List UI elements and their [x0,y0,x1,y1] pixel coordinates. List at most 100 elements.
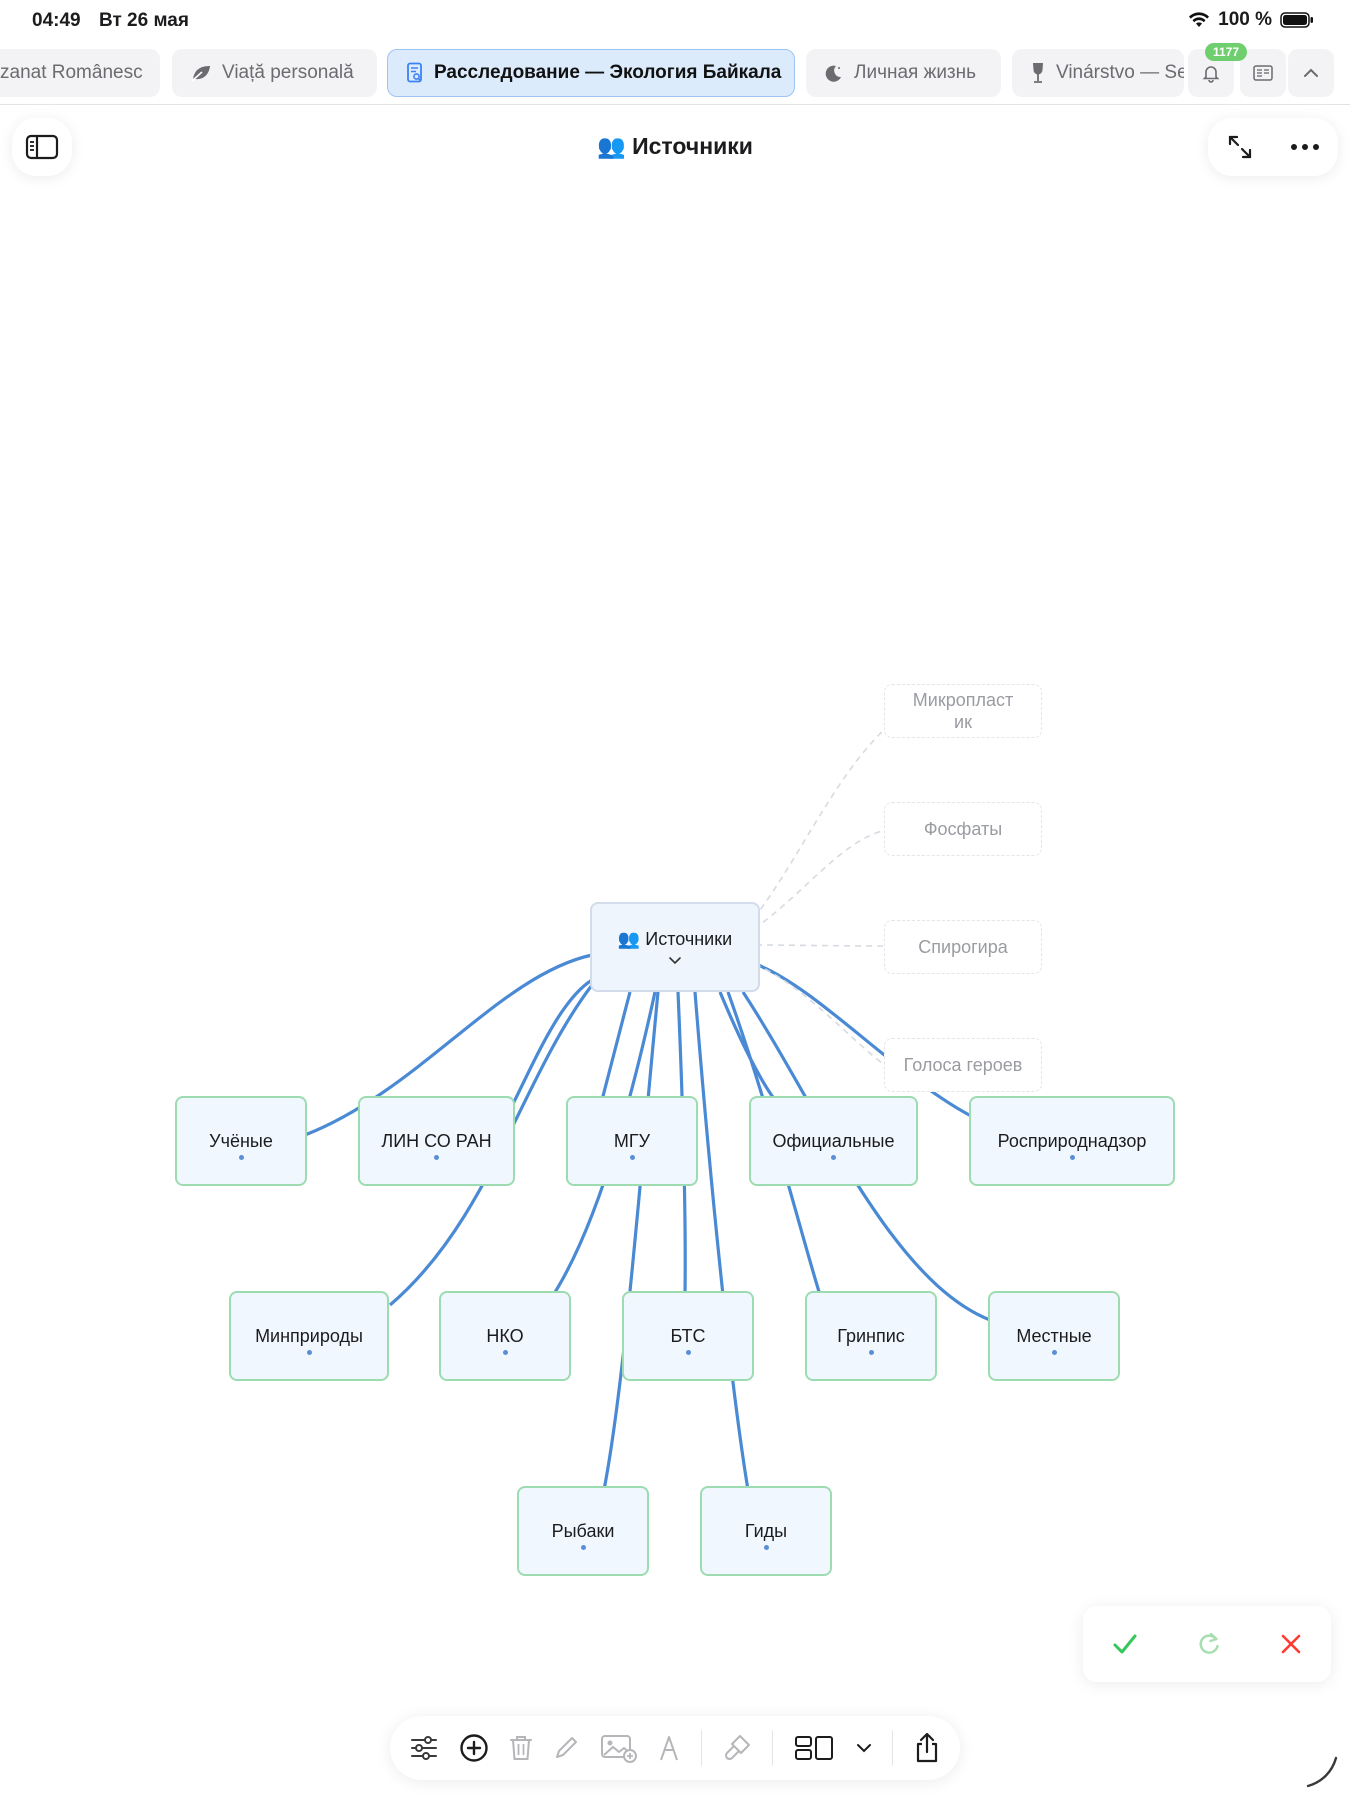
plus-circle-icon [459,1734,488,1762]
node-grinpis[interactable]: Гринпис [805,1291,937,1381]
tab-label: Личная жизнь [854,62,977,83]
wine-glass-icon [1033,63,1043,83]
node-mgu[interactable]: МГУ [566,1096,698,1186]
settings-button[interactable] [410,1735,438,1761]
node-oficialnye[interactable]: Официальные [749,1096,918,1186]
expand-icon [1228,135,1252,159]
reader-icon [1253,65,1273,81]
node-lin-so-ran[interactable]: ЛИН СО РАН [358,1096,515,1186]
regenerate-suggestions-button[interactable] [1196,1631,1222,1657]
tab-strip: zanat Românesc Viață personală Расследов… [0,44,1350,105]
tab-zanat-romanesc[interactable]: zanat Românesc [0,49,160,97]
notifications-badge: 1177 [1205,43,1248,61]
sidebar-toggle-button[interactable] [12,118,72,176]
add-image-button[interactable] [600,1733,638,1763]
node-uchenye[interactable]: Учёные [175,1096,307,1186]
node-minprirody[interactable]: Минприроды [229,1291,389,1381]
node-anchor-dot [831,1155,836,1160]
node-anchor-dot [580,1545,586,1550]
suggestion-node-spirogira[interactable]: Спирогира [884,920,1042,974]
toolbar-divider [772,1730,774,1766]
moon-icon [825,65,841,82]
status-time: 04:49 [32,10,81,31]
collapse-tabs-button[interactable] [1288,49,1334,97]
root-node[interactable]: 👥 Источники [590,902,760,992]
document-search-icon [407,62,422,83]
edge-rybaki [602,991,660,1491]
chevron-up-icon [1304,68,1318,77]
more-options-button[interactable] [1290,143,1320,151]
image-add-icon [600,1735,637,1763]
tab-rassledovanie-baikal[interactable]: Расследование — Экология Байкала [387,49,795,97]
share-button[interactable] [914,1732,940,1764]
chevron-down-icon[interactable] [667,956,683,966]
edit-button[interactable] [553,1735,579,1761]
tab-viata-personala[interactable]: Viață personală [172,49,377,97]
node-gidy[interactable]: Гиды [700,1486,832,1576]
fullscreen-button[interactable] [1226,133,1254,161]
edge-rosprirodnadzor [757,963,976,1120]
tab-label: Viață personală [222,62,354,83]
node-anchor-dot [434,1155,439,1160]
battery-icon [1280,12,1313,28]
edge-suggest-spirogira [744,944,887,947]
edge-suggest-golosa [744,959,887,1067]
close-icon [1281,1634,1301,1654]
edge-lin [508,978,593,1111]
chevron-down-icon [856,1744,871,1753]
tab-label: Vinárstvo — Se [1056,62,1184,83]
edge-uchenye [304,953,593,1137]
node-anchor-dot [1051,1350,1057,1355]
layout-button[interactable] [794,1735,872,1761]
sliders-icon [411,1736,438,1760]
edge-mgu [600,991,632,1101]
tab-vinarstvo[interactable]: Vinárstvo — Se [1012,49,1184,97]
node-anchor-dot [238,1155,244,1160]
toolbar-divider [892,1730,894,1766]
page-title: 👥 Источники [597,133,753,159]
header-actions [1208,118,1338,176]
reject-suggestions-button[interactable] [1280,1633,1302,1655]
pencil-icon [556,1737,578,1758]
layout-icon [794,1736,833,1760]
node-anchor-dot [502,1350,508,1355]
edge-suggest-mikroplastik [739,727,887,936]
battery-percent: 100 % [1218,9,1272,30]
format-brush-button[interactable] [722,1733,752,1763]
node-bts[interactable]: БТС [622,1291,754,1381]
trash-icon [510,1736,533,1760]
node-anchor-dot [1069,1155,1075,1160]
toolbar-divider [700,1730,702,1766]
edge-suggest-fosfaty [744,829,887,936]
node-anchor-dot [763,1545,769,1550]
leaf-icon [191,66,210,82]
node-nko[interactable]: НКО [439,1291,571,1381]
ellipsis-icon [1291,144,1319,150]
node-anchor-dot [685,1350,691,1355]
add-node-button[interactable] [459,1733,489,1763]
status-date: Вт 26 мая [99,10,189,31]
bottom-toolbar [390,1716,960,1780]
text-style-button[interactable] [658,1734,680,1762]
delete-button[interactable] [509,1734,533,1762]
node-rosprirodnadzor[interactable]: Росприроднадзор [969,1096,1175,1186]
node-mestnye[interactable]: Местные [988,1291,1120,1381]
resize-handle-icon [1306,1756,1338,1788]
node-rybaki[interactable]: Рыбаки [517,1486,649,1576]
suggestion-node-mikroplastik[interactable]: Микропласт ик [884,684,1042,738]
paintbrush-icon [725,1735,751,1761]
text-a-icon [660,1736,679,1761]
suggestion-node-golosa-geroev[interactable]: Голоса героев [884,1038,1042,1092]
suggestion-node-fosfaty[interactable]: Фосфаты [884,802,1042,856]
wifi-icon [1189,12,1210,27]
tab-lichnaya-zhizn[interactable]: Личная жизнь [806,49,1001,97]
node-anchor-dot [868,1350,874,1355]
tab-label: zanat Românesc [0,62,143,83]
reader-view-button[interactable] [1240,49,1286,97]
accept-suggestions-button[interactable] [1112,1633,1138,1655]
node-anchor-dot [629,1155,635,1160]
refresh-icon [1199,1632,1219,1654]
suggestion-actions [1083,1606,1331,1682]
